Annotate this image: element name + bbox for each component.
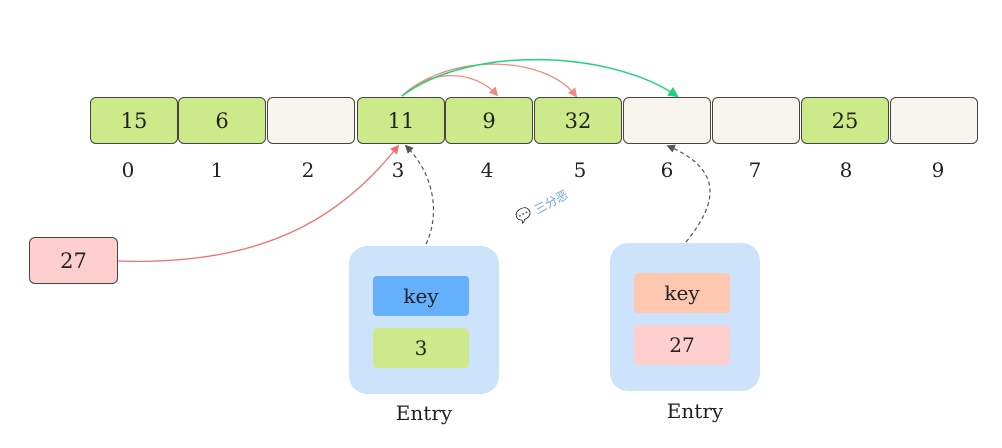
entry-caption-1: Entry [395,401,453,425]
array-index-1: 1 [210,158,224,182]
array-cell-1: 6 [178,97,266,144]
probe-arrow-3-to-5 [401,63,578,98]
probe-arrow-3-to-6 [401,58,679,98]
new-key-box: 27 [29,237,118,284]
entry-card-2: key 27 [610,243,760,391]
array-index-9: 9 [931,158,945,182]
entry-caption-2: Entry [666,399,724,423]
entry-key-slot: key [634,273,730,313]
array-index-8: 8 [839,158,853,182]
array-cell-0: 15 [90,97,178,144]
entry-key-slot: key [373,276,469,316]
array-cell-3: 11 [357,97,445,144]
array-index-6: 6 [660,158,674,182]
array-index-4: 4 [480,158,494,182]
entry-arrow-index-6 [666,144,711,243]
insert-arrow [117,144,400,263]
entry-value-slot: 27 [634,325,730,365]
array-cell-2 [267,97,355,144]
array-index-3: 3 [391,158,405,182]
entry-value-slot: 3 [373,328,469,368]
array-index-0: 0 [121,158,135,182]
array-cell-8: 25 [801,97,889,144]
entry-arrow-index-3 [404,144,435,245]
array-index-2: 2 [301,158,315,182]
array-cell-6 [623,97,711,144]
array-cell-4: 9 [445,97,533,144]
array-cell-5: 32 [534,97,622,144]
entry-card-1: key 3 [349,246,499,394]
array-cell-7 [712,97,800,144]
array-index-7: 7 [748,158,762,182]
array-index-5: 5 [573,158,587,182]
array-cell-9 [890,97,978,144]
